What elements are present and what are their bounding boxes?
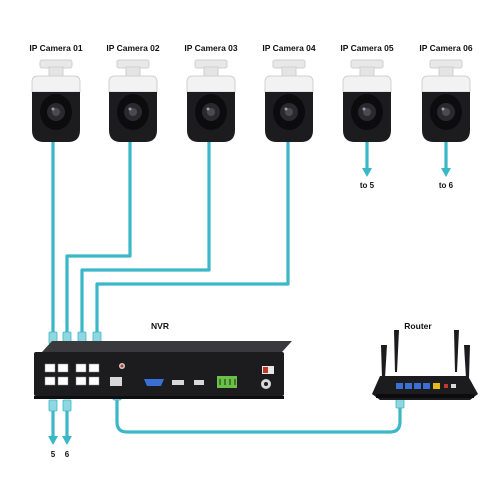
cable-camera-04 [95, 142, 290, 338]
camera-06-label: IP Camera 06 [419, 43, 473, 53]
arrow-down-icon [48, 436, 58, 445]
usb-port [194, 380, 204, 385]
camera-05-icon [342, 59, 392, 142]
port-5-label: 5 [51, 450, 56, 459]
camera-05-dest-label: to 5 [360, 181, 375, 190]
arrow-down-icon [62, 436, 72, 445]
camera-03-label: IP Camera 03 [184, 43, 238, 53]
cables [51, 142, 448, 438]
camera-05-label: IP Camera 05 [340, 43, 394, 53]
nvr-device [34, 341, 292, 399]
arrows [48, 168, 451, 445]
nvr-label: NVR [151, 321, 169, 331]
hdmi-port [172, 380, 184, 385]
antenna-icon [464, 345, 470, 378]
camera-01-label: IP Camera 01 [29, 43, 83, 53]
port-6-label: 6 [65, 450, 70, 459]
camera-03-icon [186, 59, 236, 142]
antenna-icon [454, 330, 459, 372]
camera-02-label: IP Camera 02 [106, 43, 160, 53]
camera-04-label: IP Camera 04 [262, 43, 316, 53]
cable-nvr-router [115, 395, 402, 434]
camera-06-icon [421, 59, 471, 142]
antenna-icon [381, 345, 387, 378]
cable-camera-03 [80, 142, 211, 338]
camera-02-icon [108, 59, 158, 142]
vga-port [144, 379, 164, 386]
alarm-terminal [217, 376, 237, 388]
arrow-down-icon [441, 168, 451, 177]
router-device [372, 330, 478, 400]
antenna-icon [394, 330, 399, 372]
router-label: Router [404, 321, 432, 331]
arrow-down-icon [362, 168, 372, 177]
camera-04-icon [264, 59, 314, 142]
camera-06-dest-label: to 6 [439, 181, 454, 190]
cable-camera-02 [65, 142, 132, 338]
camera-01-icon [31, 59, 81, 142]
lan-port [110, 377, 122, 386]
poe-ports [44, 363, 100, 386]
